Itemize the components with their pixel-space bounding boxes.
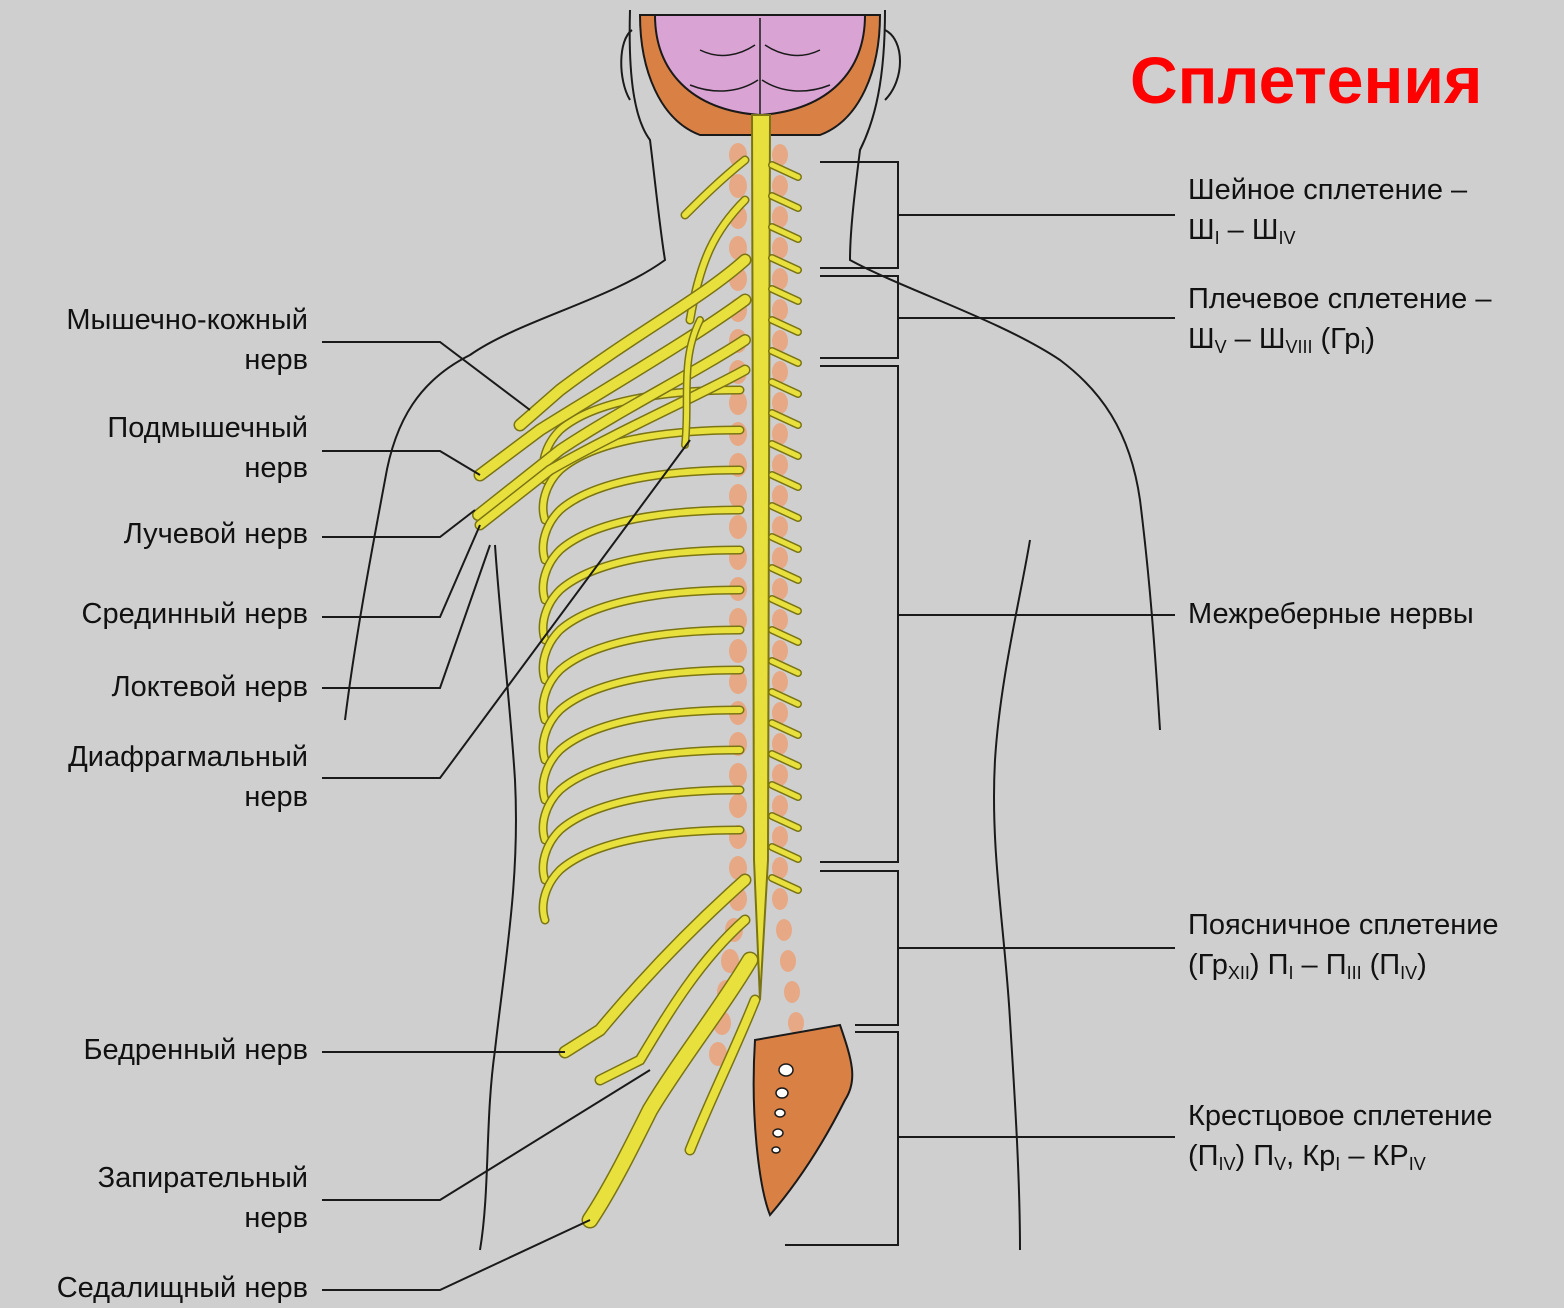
label-obturator-nerve: Запирательный нерв xyxy=(98,1158,308,1238)
label-line: Крестцовое сплетение xyxy=(1188,1096,1492,1136)
page-title: Сплетения xyxy=(1130,34,1460,126)
label-musculocutaneous-nerve: Мышечно-кожный нерв xyxy=(66,300,308,380)
label-radial-nerve: Лучевой нерв xyxy=(124,514,308,554)
label-line: нерв xyxy=(98,1198,308,1238)
label-sacral-plexus: Крестцовое сплетение (ПIV) ПV, КрI – КРI… xyxy=(1188,1096,1492,1176)
label-intercostal-nerves: Межреберные нервы xyxy=(1188,594,1474,634)
label-ulnar-nerve: Локтевой нерв xyxy=(112,667,308,707)
ganglion-left xyxy=(729,794,747,818)
ganglion-right xyxy=(776,919,792,941)
ganglion-left xyxy=(729,515,747,539)
label-segments: (ПIV) ПV, КрI – КРIV xyxy=(1188,1136,1492,1176)
ganglion-left xyxy=(729,484,747,508)
label-phrenic-nerve: Диафрагмальный нерв xyxy=(68,737,308,817)
label-line: Лучевой нерв xyxy=(124,514,308,554)
label-sciatic-nerve: Седалищный нерв xyxy=(57,1268,308,1308)
peripheral-nerves xyxy=(478,160,798,1220)
label-line: Диафрагмальный xyxy=(68,737,308,777)
label-line: Подмышечный xyxy=(107,408,308,448)
ganglion-left xyxy=(729,763,747,787)
ganglion-left xyxy=(729,174,747,198)
label-line: нерв xyxy=(66,340,308,380)
nerve-branch xyxy=(590,960,750,1220)
label-lumbar-plexus: Поясничное сплетение (ГрXII) ПI – ПIII (… xyxy=(1188,905,1499,985)
ganglion-right xyxy=(784,981,800,1003)
label-segments: ШV – ШVIII (ГрI) xyxy=(1188,319,1491,359)
label-femoral-nerve: Бедренный нерв xyxy=(83,1030,308,1070)
label-line: нерв xyxy=(107,448,308,488)
label-axillary-nerve: Подмышечный нерв xyxy=(107,408,308,488)
ganglion-left xyxy=(729,391,747,415)
label-line: Срединный нерв xyxy=(82,594,309,634)
ganglion-right xyxy=(788,1012,804,1034)
label-median-nerve: Срединный нерв xyxy=(82,594,309,634)
label-segments: (ГрXII) ПI – ПIII (ПIV) xyxy=(1188,945,1499,985)
label-line: Локтевой нерв xyxy=(112,667,308,707)
label-cervical-plexus: Шейное сплетение – ШI – ШIV xyxy=(1188,170,1467,250)
spinal-cord xyxy=(752,115,770,1000)
label-line: Плечевое сплетение – xyxy=(1188,279,1491,319)
label-line: Поясничное сплетение xyxy=(1188,905,1499,945)
label-line: нерв xyxy=(68,777,308,817)
sacrum xyxy=(754,1025,853,1215)
ganglion-left xyxy=(729,639,747,663)
label-line: Шейное сплетение – xyxy=(1188,170,1467,210)
label-line: Запирательный xyxy=(98,1158,308,1198)
label-line: Бедренный нерв xyxy=(83,1030,308,1070)
ganglion-right xyxy=(780,950,796,972)
label-line: Мышечно-кожный xyxy=(66,300,308,340)
label-line: Седалищный нерв xyxy=(57,1268,308,1308)
ganglion-right xyxy=(772,888,788,910)
label-brachial-plexus: Плечевое сплетение – ШV – ШVIII (ГрI) xyxy=(1188,279,1491,359)
label-line: Межреберные нервы xyxy=(1188,594,1474,634)
leader-lines xyxy=(322,162,1175,1290)
label-segments: ШI – ШIV xyxy=(1188,210,1467,250)
